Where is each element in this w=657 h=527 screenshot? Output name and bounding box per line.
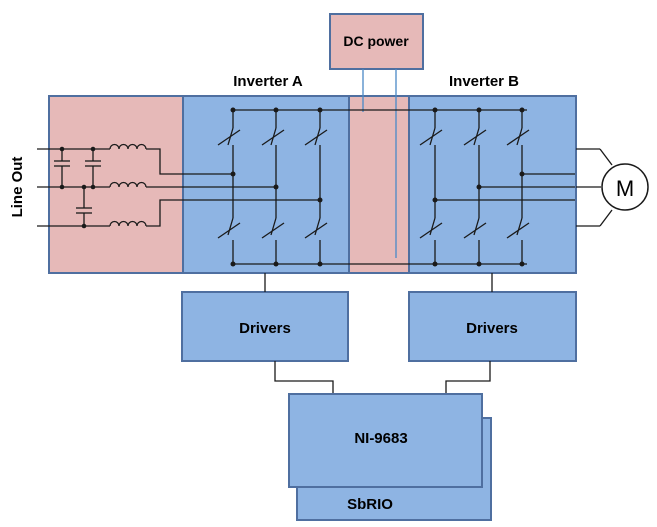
drivers-b-label: Drivers (466, 320, 518, 337)
dc-link-box (348, 95, 410, 274)
ni-9683-label: NI-9683 (354, 430, 407, 447)
filter-junctions (59, 146, 96, 229)
motor-connections (576, 148, 613, 227)
drivers-a-label: Drivers (239, 320, 291, 337)
inverter-b-box (408, 95, 577, 274)
inverter-b-switches (419, 110, 575, 264)
line-out-label: Line Out (9, 157, 26, 218)
inverter-b-junctions (432, 107, 525, 267)
driver-links (264, 273, 493, 394)
filter-box (48, 95, 184, 274)
filter-network (37, 143, 320, 227)
motor-label: M (616, 176, 634, 201)
inverter-b-label: Inverter B (449, 73, 519, 90)
inverter-a-switches (217, 110, 328, 264)
dc-power-label: DC power (343, 33, 409, 49)
inverter-a-junctions (230, 107, 323, 267)
drivers-a-box (181, 291, 349, 362)
motor-icon (601, 163, 649, 211)
ni-9683-box (288, 393, 483, 488)
dc-power-box (329, 13, 424, 70)
inverter-a-box (182, 95, 350, 274)
inverter-a-label: Inverter A (233, 73, 303, 90)
sbrio-label: SbRIO (347, 496, 393, 513)
drivers-b-box (408, 291, 577, 362)
